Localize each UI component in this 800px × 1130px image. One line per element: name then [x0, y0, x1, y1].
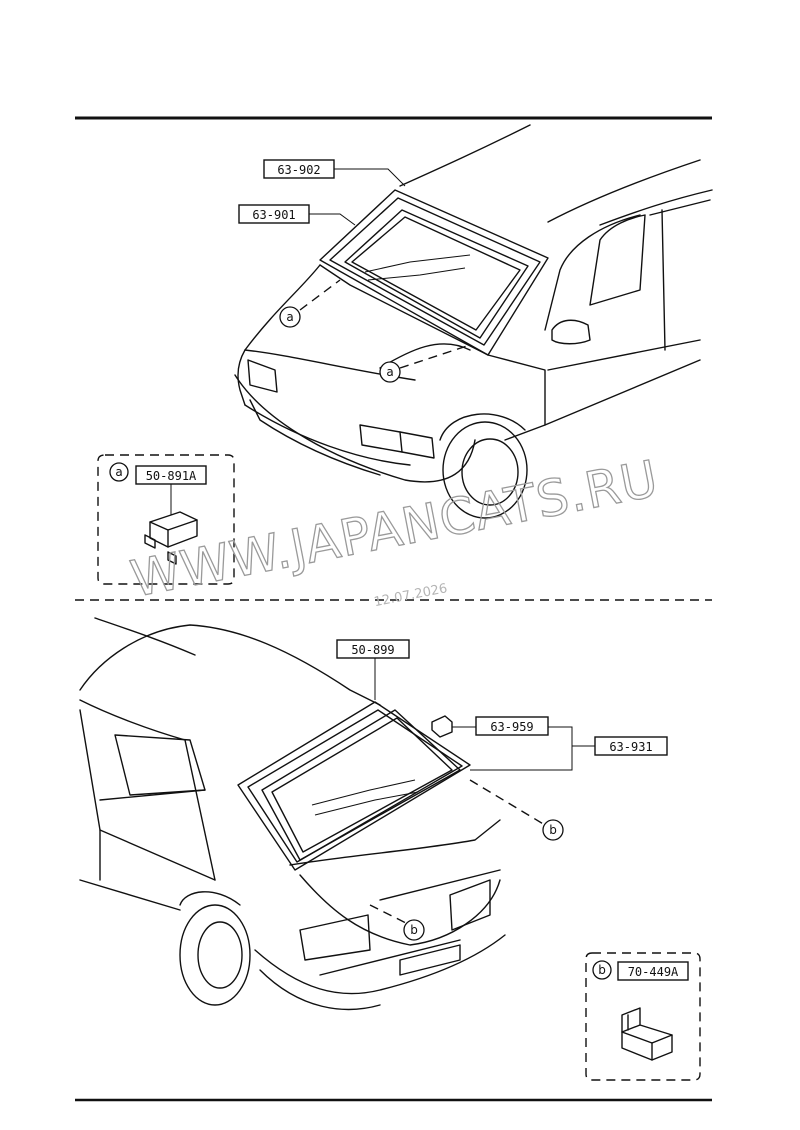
label-63-902: 63-902 — [263, 159, 406, 187]
label-text: 63-902 — [277, 163, 320, 177]
guide-line — [469, 779, 546, 826]
callout-letter: b — [410, 923, 418, 937]
callout-letter: b — [598, 963, 606, 977]
detail-a-box: a 50-891A — [97, 454, 235, 585]
callout-a: a — [379, 361, 401, 383]
label-text: 50-891A — [146, 469, 197, 483]
label-text: 63-901 — [252, 208, 295, 222]
watermark: WWW.JAPANCATS.RU 12.07.2026 — [126, 449, 664, 610]
callout-letter: a — [386, 365, 393, 379]
callout-b: b — [403, 919, 425, 941]
label-50-899: 50-899 — [336, 639, 410, 700]
label-text: 63-959 — [490, 720, 533, 734]
callout-a: a — [279, 306, 301, 328]
label-63-901: 63-901 — [238, 204, 356, 226]
rear-car-drawing — [79, 617, 506, 1011]
guide-line — [299, 279, 341, 311]
front-car-drawing — [234, 124, 713, 519]
label-text: 63-931 — [609, 740, 652, 754]
label-63-931: 63-931 — [572, 736, 668, 756]
guide-line — [369, 904, 411, 926]
label-text: 70-449A — [628, 965, 679, 979]
callout-letter: a — [115, 465, 122, 479]
label-63-959: 63-959 — [452, 716, 573, 771]
callout-letter: a — [286, 310, 293, 324]
guide-line — [399, 344, 471, 369]
callout-letter: b — [549, 823, 557, 837]
watermark-text: WWW.JAPANCATS.RU — [126, 449, 663, 608]
callout-b: b — [542, 819, 564, 841]
label-text: 50-899 — [351, 643, 394, 657]
watermark-date: 12.07.2026 — [373, 581, 449, 610]
detail-b-box: b 70-449A — [585, 952, 701, 1081]
